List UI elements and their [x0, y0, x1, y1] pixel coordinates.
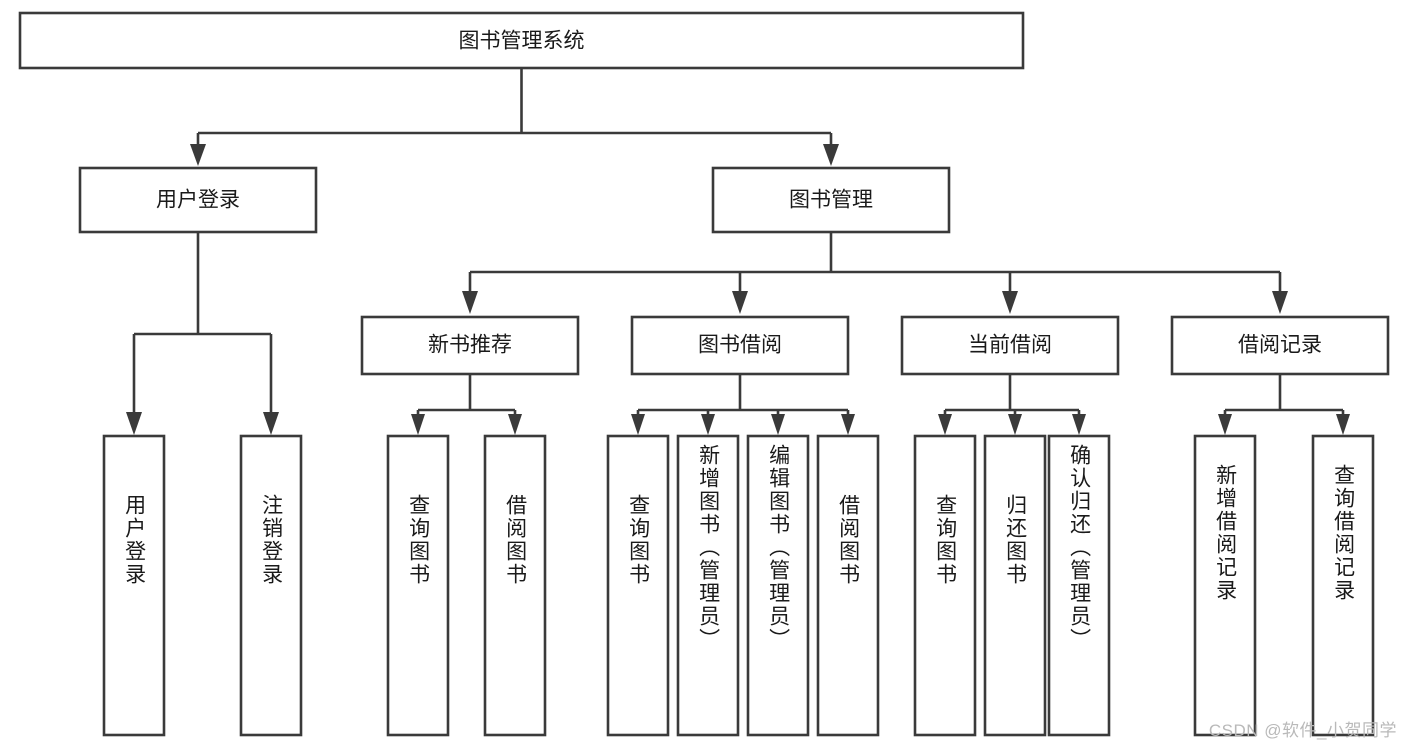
- connector-user-login-to-leaves: [126, 232, 279, 435]
- leaf-box-query-book-2[interactable]: [606, 434, 670, 737]
- node-borrow-record-label: 借阅记录: [1238, 334, 1322, 357]
- node-borrow-record[interactable]: 借阅记录: [1170, 315, 1390, 376]
- connector-borrow-record-to-leaves: [1218, 374, 1350, 435]
- node-new-book-recommend[interactable]: 新书推荐: [360, 315, 580, 376]
- leaf-box-return-book[interactable]: [983, 434, 1047, 737]
- node-user-login-label: 用户登录: [156, 189, 240, 212]
- node-root-system[interactable]: 图书管理系统: [18, 11, 1025, 70]
- connector-root-to-level2: [190, 68, 839, 166]
- node-current-borrow-label: 当前借阅: [968, 334, 1052, 357]
- leaf-box-borrow-book-1[interactable]: [483, 434, 547, 737]
- leaf-box-confirm-return-admin[interactable]: [1047, 434, 1111, 737]
- node-book-borrow[interactable]: 图书借阅: [630, 315, 850, 376]
- leaf-box-add-book-admin[interactable]: [676, 434, 740, 737]
- connector-book-borrow-to-leaves: [631, 374, 855, 435]
- node-book-management[interactable]: 图书管理: [711, 166, 951, 234]
- leaf-box-query-book-3[interactable]: [913, 434, 977, 737]
- leaf-box-borrow-book-2[interactable]: [816, 434, 880, 737]
- leaf-box-add-borrow-record[interactable]: [1193, 434, 1257, 737]
- leaf-box-query-borrow-record[interactable]: [1311, 434, 1375, 737]
- node-book-borrow-label: 图书借阅: [698, 334, 782, 357]
- node-root-system-label: 图书管理系统: [459, 30, 585, 53]
- node-user-login[interactable]: 用户登录: [78, 166, 318, 234]
- node-book-management-label: 图书管理: [789, 189, 873, 212]
- leaf-box-user-login[interactable]: [102, 434, 166, 737]
- leaf-box-query-book-1[interactable]: [386, 434, 450, 737]
- connector-book-management-to-level3: [462, 232, 1288, 314]
- csdn-watermark: CSDN @软件_小贺同学: [1208, 721, 1397, 740]
- connector-new-book-recommend-to-leaves: [411, 374, 522, 435]
- connector-current-borrow-to-leaves: [938, 374, 1086, 435]
- node-new-book-recommend-label: 新书推荐: [428, 334, 512, 357]
- leaf-box-logout[interactable]: [239, 434, 303, 737]
- leaf-box-edit-book-admin[interactable]: [746, 434, 810, 737]
- node-current-borrow[interactable]: 当前借阅: [900, 315, 1120, 376]
